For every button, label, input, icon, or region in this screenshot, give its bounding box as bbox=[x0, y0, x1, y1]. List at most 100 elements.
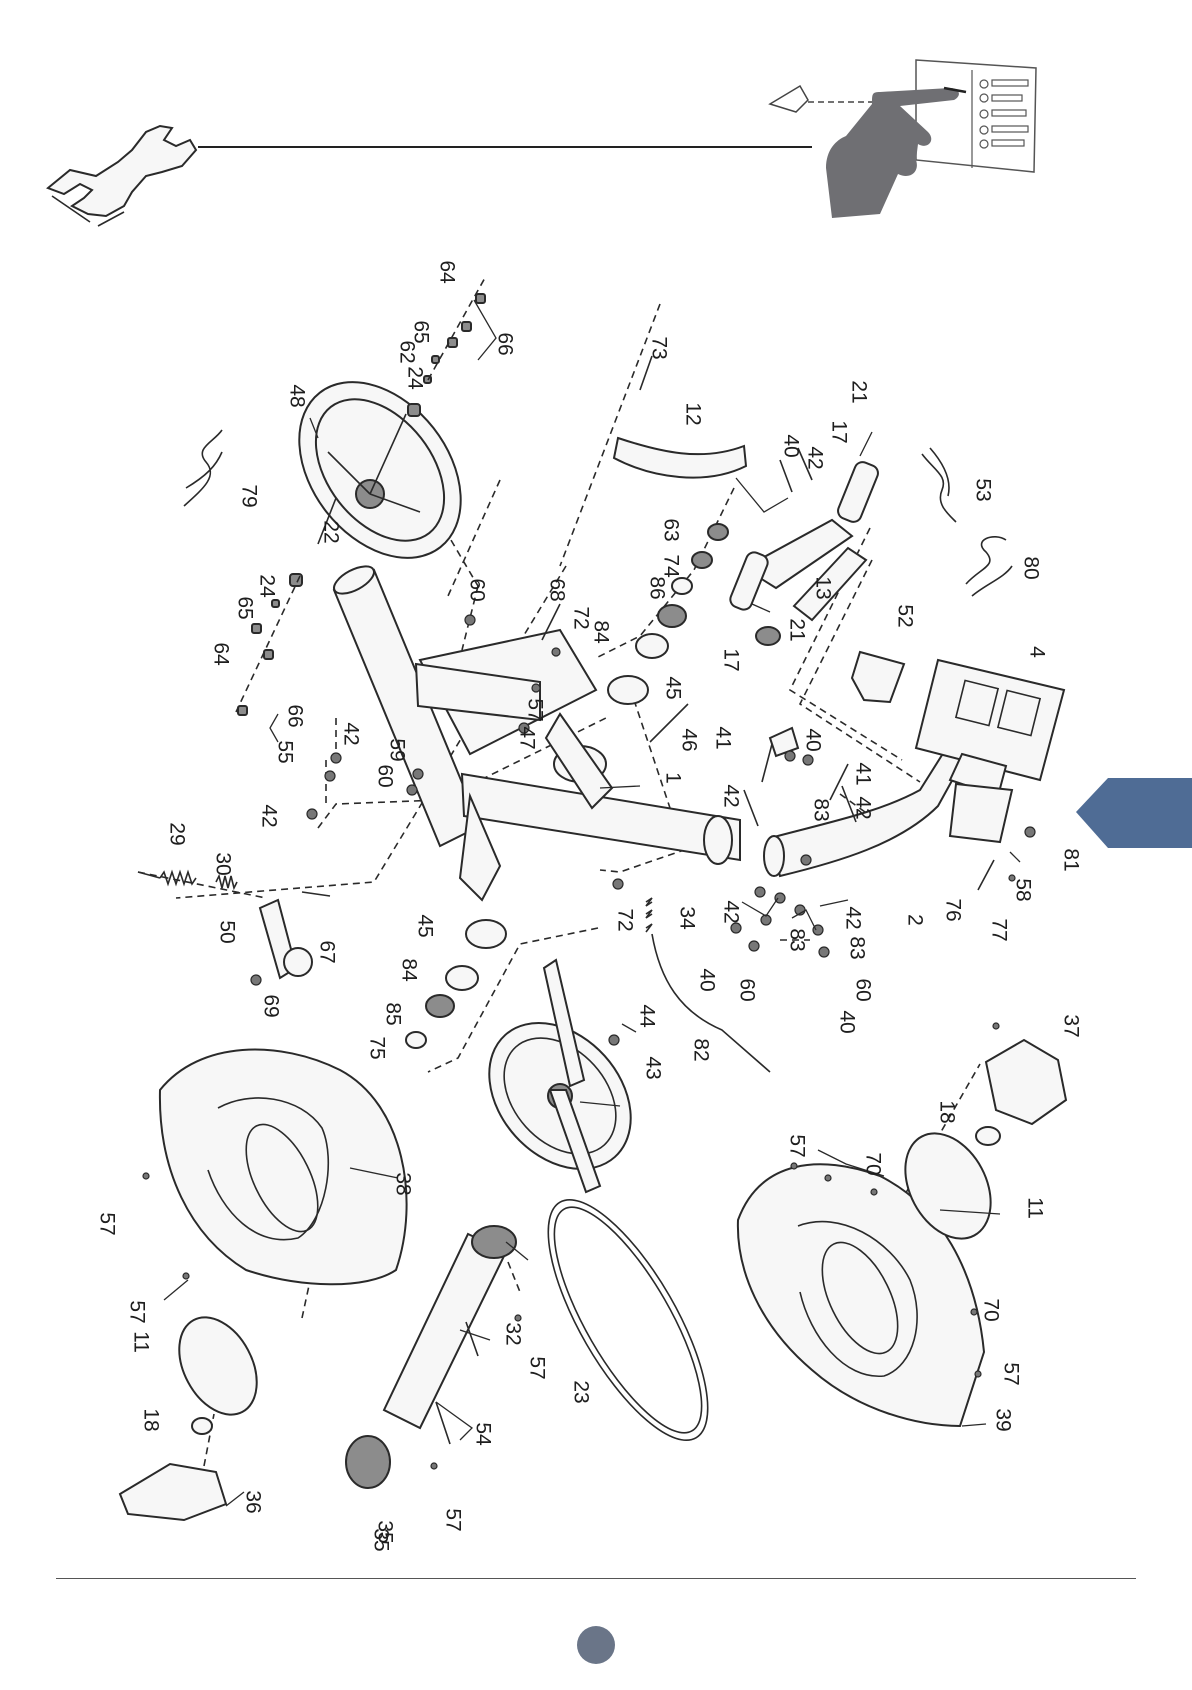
part-label-64: 64 bbox=[209, 642, 232, 666]
part-label-57: 57 bbox=[441, 1508, 464, 1531]
part-label-40: 40 bbox=[801, 728, 824, 751]
part-label-41: 41 bbox=[711, 726, 734, 749]
footer-rule bbox=[56, 1578, 1136, 1579]
side-tab-arrow bbox=[1076, 778, 1192, 848]
part-label-45: 45 bbox=[661, 676, 684, 699]
tension-rail-12 bbox=[614, 438, 746, 478]
part-label-68: 68 bbox=[545, 578, 568, 601]
part-label-52: 52 bbox=[893, 604, 916, 627]
part-label-59: 59 bbox=[385, 738, 408, 761]
part-label-75: 75 bbox=[365, 1036, 388, 1059]
part-label-84: 84 bbox=[397, 958, 420, 982]
part-label-83: 83 bbox=[845, 936, 868, 959]
part-label-69: 69 bbox=[259, 994, 282, 1017]
part-label-17: 17 bbox=[827, 420, 850, 443]
bracket-52 bbox=[852, 652, 904, 702]
part-label-66: 66 bbox=[493, 332, 516, 355]
spring-30 bbox=[216, 876, 237, 888]
part-label-63: 63 bbox=[659, 518, 682, 541]
part-label-77: 77 bbox=[987, 918, 1010, 941]
part-label-21: 21 bbox=[785, 618, 808, 641]
cable-80 bbox=[966, 537, 1012, 596]
part-label-72: 72 bbox=[569, 606, 592, 629]
part-label-46: 46 bbox=[677, 728, 700, 751]
part-label-37: 37 bbox=[1059, 1014, 1082, 1037]
part-label-35: 35 bbox=[369, 1528, 392, 1551]
part-label-22: 22 bbox=[319, 520, 342, 543]
part-label-42: 42 bbox=[719, 784, 742, 807]
belt-23 bbox=[518, 1178, 737, 1462]
axle-tube-32 bbox=[384, 1234, 506, 1428]
part-label-70: 70 bbox=[979, 1298, 1002, 1321]
part-label-42: 42 bbox=[841, 906, 864, 929]
part-label-73: 73 bbox=[647, 336, 670, 359]
part-label-55: 55 bbox=[273, 740, 296, 763]
part-label-66: 66 bbox=[283, 704, 306, 727]
part-label-4: 4 bbox=[1025, 646, 1048, 658]
part-label-2: 2 bbox=[903, 914, 926, 926]
part-label-80: 80 bbox=[1019, 556, 1042, 579]
part-label-57: 57 bbox=[785, 1134, 808, 1157]
wrench-icon bbox=[48, 126, 196, 226]
left-cover-38 bbox=[160, 1050, 407, 1285]
part-label-81: 81 bbox=[1059, 848, 1082, 871]
part-label-85: 85 bbox=[381, 1002, 404, 1025]
hand-pointing-checklist-icon bbox=[770, 60, 1036, 218]
part-label-57: 57 bbox=[125, 1300, 148, 1323]
part-label-70: 70 bbox=[861, 1152, 884, 1175]
part-label-21: 21 bbox=[847, 380, 870, 403]
part-label-29: 29 bbox=[165, 822, 188, 845]
part-label-79: 79 bbox=[237, 484, 260, 507]
part-label-34: 34 bbox=[675, 906, 698, 930]
part-label-44: 44 bbox=[635, 1004, 658, 1028]
part-label-82: 82 bbox=[689, 1038, 712, 1061]
part-label-12: 12 bbox=[681, 402, 704, 425]
part-label-60: 60 bbox=[851, 978, 874, 1001]
part-label-40: 40 bbox=[835, 1010, 858, 1033]
part-label-1: 1 bbox=[661, 772, 684, 784]
part-label-11: 11 bbox=[129, 1331, 152, 1353]
part-label-45: 45 bbox=[413, 914, 436, 937]
part-label-76: 76 bbox=[941, 898, 964, 921]
part-label-24: 24 bbox=[255, 574, 278, 598]
part-label-60: 60 bbox=[465, 578, 488, 601]
disc-11-left bbox=[164, 1304, 273, 1428]
part-label-11: 11 bbox=[1023, 1197, 1046, 1219]
cap-35-top bbox=[472, 1226, 516, 1258]
part-label-84: 84 bbox=[589, 620, 612, 644]
part-label-24: 24 bbox=[403, 366, 426, 390]
part-label-18: 18 bbox=[139, 1408, 162, 1431]
part-label-43: 43 bbox=[641, 1056, 664, 1079]
cable-53 bbox=[922, 448, 956, 522]
pedal-37 bbox=[986, 1040, 1066, 1124]
part-label-83: 83 bbox=[785, 928, 808, 951]
part-label-58: 58 bbox=[1011, 878, 1034, 901]
part-label-57: 57 bbox=[523, 698, 546, 721]
part-label-17: 17 bbox=[719, 648, 742, 671]
part-label-57: 57 bbox=[999, 1362, 1022, 1385]
part-label-67: 67 bbox=[315, 940, 338, 963]
part-label-62: 62 bbox=[395, 340, 418, 363]
part-label-18: 18 bbox=[935, 1100, 958, 1123]
part-label-13: 13 bbox=[811, 576, 834, 599]
part-label-30: 30 bbox=[211, 852, 234, 875]
part-label-40: 40 bbox=[695, 968, 718, 991]
part-label-42: 42 bbox=[803, 446, 826, 469]
part-label-32: 32 bbox=[501, 1322, 524, 1345]
part-label-57: 57 bbox=[525, 1356, 548, 1379]
part-label-39: 39 bbox=[991, 1408, 1014, 1431]
part-label-40: 40 bbox=[779, 434, 802, 457]
part-label-83: 83 bbox=[809, 798, 832, 821]
part-label-54: 54 bbox=[471, 1422, 494, 1446]
part-label-42: 42 bbox=[719, 900, 742, 923]
part-label-42: 42 bbox=[257, 804, 280, 827]
part-label-23: 23 bbox=[569, 1380, 592, 1403]
part-label-60: 60 bbox=[735, 978, 758, 1001]
console-mount-plate bbox=[950, 784, 1012, 842]
part-label-60: 60 bbox=[373, 764, 396, 787]
bearing-stack-left bbox=[406, 920, 506, 1048]
part-label-74: 74 bbox=[659, 554, 682, 578]
part-label-64: 64 bbox=[435, 260, 458, 284]
part-label-72: 72 bbox=[613, 908, 636, 931]
